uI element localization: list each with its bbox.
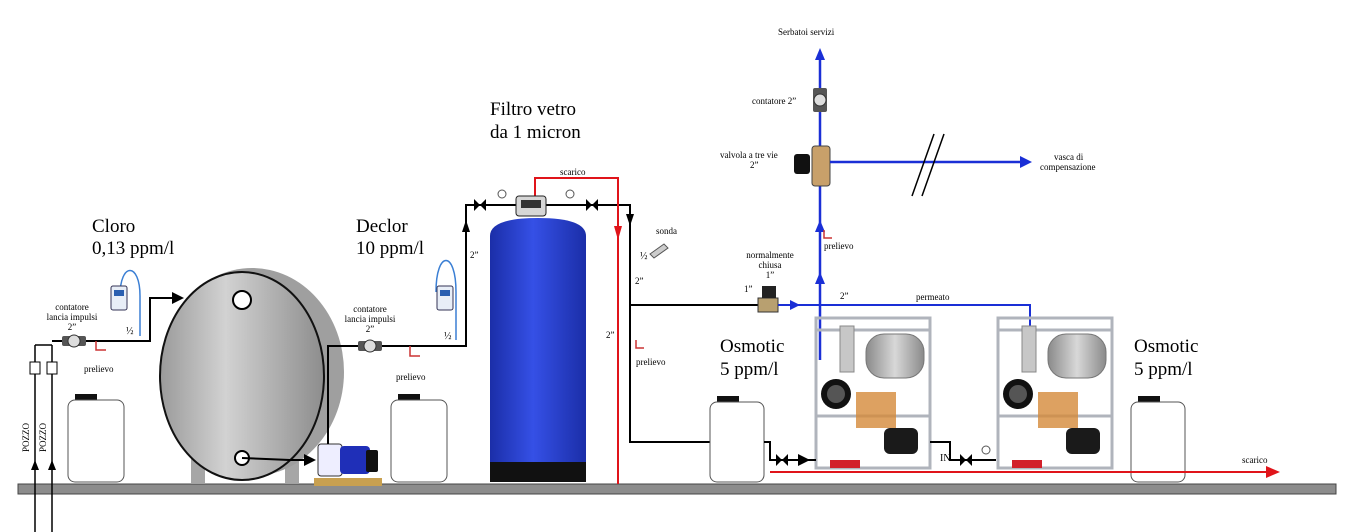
valve-icon[interactable] xyxy=(960,454,972,466)
permeato-label: permeato xyxy=(916,292,950,302)
scarico-down-arrow xyxy=(614,226,622,240)
riser-arrow-bottom xyxy=(815,272,825,284)
pipe-break-mark xyxy=(911,133,945,197)
osmosis-unit-1 xyxy=(814,316,932,470)
valve-icon[interactable] xyxy=(586,199,598,211)
declor-ppm: 10 ppm/l xyxy=(356,238,424,259)
valvola-label-1: valvola a tre vie xyxy=(720,150,778,160)
size-2in-red-label: 2” xyxy=(606,330,615,340)
serbatoi-label: Serbatoi servizi xyxy=(778,27,835,37)
filter-scarico-line xyxy=(534,177,619,484)
well-up-arrow-1 xyxy=(31,460,39,470)
half-sonda-label: ½ xyxy=(640,251,648,262)
flow-meter-icon xyxy=(358,339,382,353)
contatore-top-label: contatore 2” xyxy=(752,96,796,106)
scarico-bottom-label: scarico xyxy=(1242,455,1268,465)
antiscalant-tank-2 xyxy=(1130,396,1186,483)
dosing-pump-icon xyxy=(436,285,454,311)
feed-arrow-1 xyxy=(798,454,810,466)
osmotic1-ppm: 5 ppm/l xyxy=(720,359,779,380)
prelievo-filter-label: prelievo xyxy=(636,357,666,367)
centrifugal-pump-icon xyxy=(314,443,382,486)
interstage-line xyxy=(930,441,996,461)
contatore2-label: contatore xyxy=(353,304,386,314)
contatore1-label-3: 2” xyxy=(68,322,77,332)
osmosis-unit-2 xyxy=(996,316,1114,470)
sampling-tap-icon xyxy=(409,346,420,357)
pressure-gauge-icon xyxy=(565,189,575,199)
sampling-tap-icon xyxy=(635,340,644,349)
flow-meter-icon xyxy=(813,88,827,112)
half-cloro-label: ½ xyxy=(126,326,134,337)
prelievo-top-label: prelievo xyxy=(824,241,854,251)
scarico-top-label: scarico xyxy=(560,167,586,177)
vasca-label-2: compensazione xyxy=(1040,162,1095,172)
compensation-arrow xyxy=(1020,156,1032,168)
filtro-title-2: da 1 micron xyxy=(490,122,581,143)
sampling-tap-icon xyxy=(95,341,106,351)
valve-icon[interactable] xyxy=(474,199,486,211)
permeate-arrow xyxy=(790,300,800,310)
normalmente-label-3: 1” xyxy=(766,270,775,280)
floor-slab xyxy=(17,483,1337,495)
normalmente-label-1: normalmente xyxy=(746,250,793,260)
riser-arrow-mid xyxy=(815,220,825,232)
contatore2-label-2: lancia impulsi xyxy=(345,314,396,324)
declor-line xyxy=(327,204,474,444)
solenoid-valve-icon[interactable] xyxy=(757,286,779,313)
sonda-label: sonda xyxy=(656,226,677,236)
pressure-gauge-icon xyxy=(497,189,507,199)
osmotic2-title: Osmotic xyxy=(1134,336,1198,357)
declor-title: Declor xyxy=(356,216,408,237)
probe-icon xyxy=(649,243,669,259)
prelievo-cloro-label: prelievo xyxy=(84,364,114,374)
prelievo-declor-label: prelievo xyxy=(396,372,426,382)
size-2in-permeato-label: 2” xyxy=(840,291,849,301)
feed-line-1 xyxy=(764,441,816,461)
pressure-gauge-icon xyxy=(981,445,991,455)
antiscalant-tank-1 xyxy=(709,396,765,483)
osmotic1-title: Osmotic xyxy=(720,336,784,357)
filtro-title-1: Filtro vetro xyxy=(490,99,576,120)
flow-meter-icon xyxy=(62,334,86,348)
vasca-label-1: vasca di xyxy=(1054,152,1084,162)
well-up-arrow-2 xyxy=(48,460,56,470)
filter-vessel xyxy=(490,195,586,482)
well-valve-1[interactable] xyxy=(29,361,41,375)
chlorine-line xyxy=(52,297,175,342)
filter-outlet-down-arrow xyxy=(626,214,634,226)
valve-icon[interactable] xyxy=(776,454,788,466)
sampling-tap-icon xyxy=(823,230,832,239)
riser-arrow-top xyxy=(815,48,825,60)
size-2in-declor-riser: 2” xyxy=(470,250,479,260)
dosing-pump-icon xyxy=(110,285,128,311)
cloro-ppm: 0,13 ppm/l xyxy=(92,238,174,259)
dosing-tank-cloro xyxy=(67,394,125,483)
contatore1-label: contatore xyxy=(55,302,88,312)
reject-arrow xyxy=(1266,466,1280,478)
pozzo-label-1: POZZO xyxy=(21,423,31,453)
normalmente-label-2: chiusa xyxy=(759,260,782,270)
size-2in-sonda-label: 2” xyxy=(635,276,644,286)
three-way-valve-icon[interactable] xyxy=(794,145,831,187)
tank-outlet-arrow xyxy=(304,454,316,466)
half-declor-label: ½ xyxy=(444,331,452,342)
declor-up-arrow xyxy=(462,220,470,232)
valvola-label-2: 2” xyxy=(750,160,759,170)
contatore1-label-2: lancia impulsi xyxy=(47,312,98,322)
contatore2-label-3: 2” xyxy=(366,324,375,334)
storage-tank xyxy=(159,268,344,483)
cloro-title: Cloro xyxy=(92,216,135,237)
size-1in-label: 1” xyxy=(744,284,753,294)
osmotic2-ppm: 5 ppm/l xyxy=(1134,359,1193,380)
well-valve-2[interactable] xyxy=(46,361,58,375)
pozzo-label-2: POZZO xyxy=(38,423,48,453)
dosing-tank-declor xyxy=(390,394,448,483)
in-label: IN xyxy=(940,453,951,464)
dosing-hose-declor xyxy=(435,260,457,340)
chlorine-line-arrow xyxy=(172,292,184,304)
